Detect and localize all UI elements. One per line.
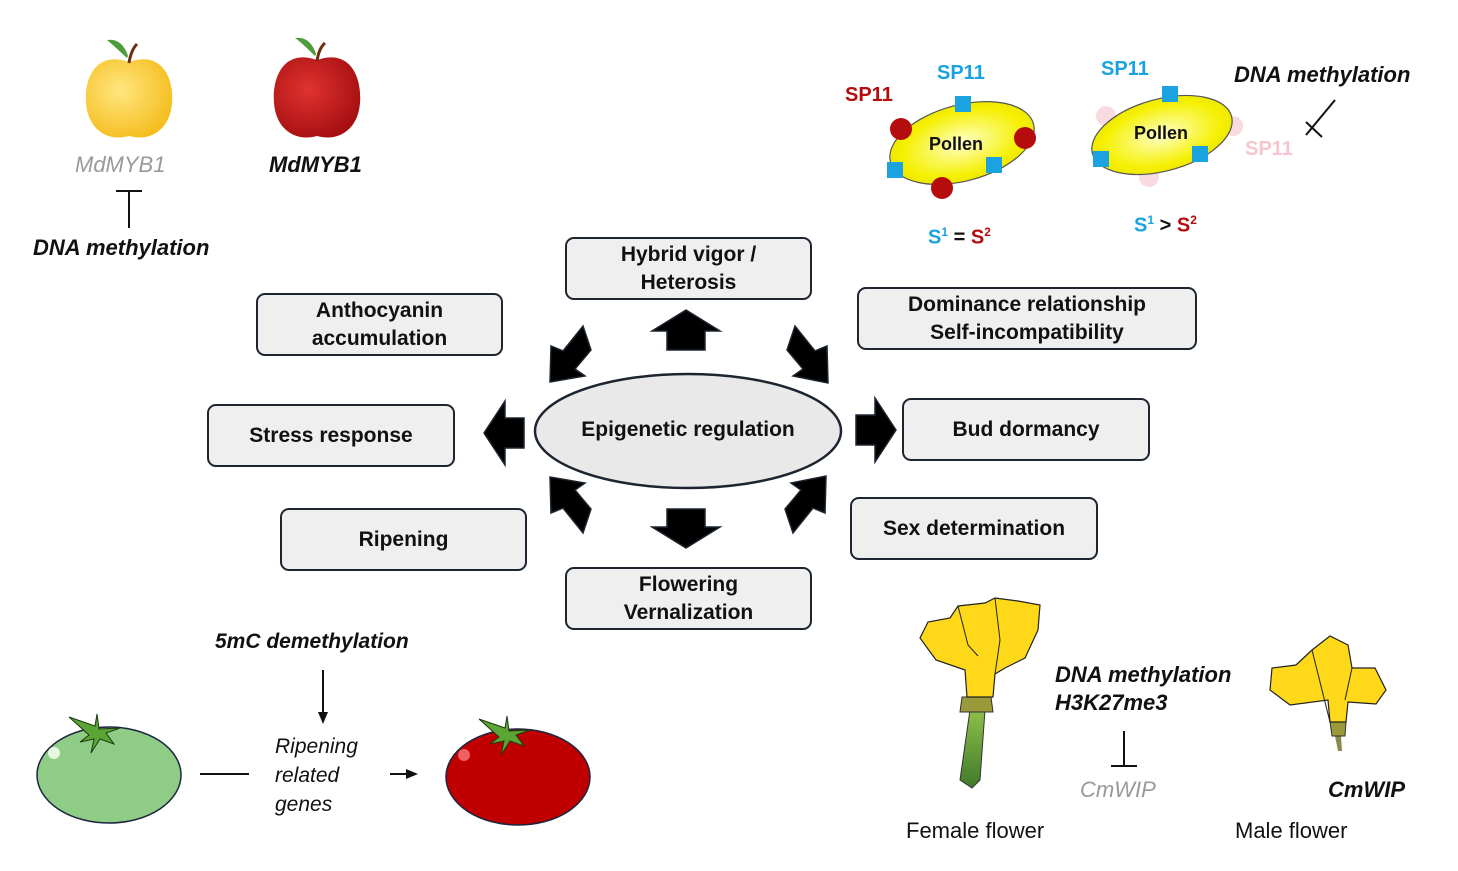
arrow-downright-icon xyxy=(784,475,827,535)
relation-right: S1 > S2 xyxy=(1134,213,1197,238)
tomato-regulator-label: 5mC demethylation xyxy=(215,630,409,653)
pollen-left-label: Pollen xyxy=(929,134,984,154)
arrow-left-icon xyxy=(483,398,525,468)
process-anthocyanin: Anthocyanin accumulation xyxy=(256,293,503,356)
arrow-upright-icon xyxy=(786,324,829,384)
sp11-blue-label: SP11 xyxy=(1101,58,1149,80)
relation-left: S1 = S2 xyxy=(928,225,991,250)
arrows xyxy=(483,309,897,549)
process-sex: Sex determination xyxy=(850,497,1098,560)
s2-sup: 2 xyxy=(984,225,991,239)
female-flower-icon xyxy=(919,597,1041,789)
apple-regulator-label: DNA methylation xyxy=(33,235,210,260)
inhibition-icon xyxy=(1111,731,1137,767)
arrow-down-icon xyxy=(649,508,723,549)
sp11-blue-label: SP11 xyxy=(937,62,985,84)
relation-op: > xyxy=(1159,214,1172,237)
arrow-upleft-icon xyxy=(549,324,592,383)
s1-sup: 1 xyxy=(1147,213,1155,227)
center-label: Epigenetic regulation xyxy=(581,418,795,441)
arrow-up-icon xyxy=(649,309,723,351)
yellow-apple-icon xyxy=(85,39,173,138)
flower-regulator-line2: H3K27me3 xyxy=(1055,690,1168,715)
relation-op: = xyxy=(953,226,966,249)
ripe-tomato-icon xyxy=(445,715,591,826)
s1: S xyxy=(1134,214,1148,237)
process-stress: Stress response xyxy=(207,404,455,467)
pollen-left-icon xyxy=(887,96,1036,199)
inhibition-icon xyxy=(116,190,142,228)
ripening-genes-label: Ripening related genes xyxy=(275,735,358,816)
pollen-right-label: Pollen xyxy=(1134,123,1189,143)
s2-sup: 2 xyxy=(1190,213,1197,227)
male-flower-label: Male flower xyxy=(1235,818,1348,843)
tomato-connectors xyxy=(200,670,418,779)
s2: S xyxy=(970,226,985,249)
female-gene-label: CmWIP xyxy=(1080,777,1156,802)
male-flower-icon xyxy=(1269,635,1387,751)
arrow-right-icon xyxy=(855,395,897,465)
arrow-downleft-icon xyxy=(549,476,592,535)
process-dormancy: Bud dormancy xyxy=(902,398,1150,461)
apple-yellow-gene-label: MdMYB1 xyxy=(75,152,166,177)
female-flower-label: Female flower xyxy=(906,818,1045,843)
pollen-right-icon xyxy=(1091,86,1243,187)
red-apple-icon xyxy=(273,37,361,138)
unripe-tomato-icon xyxy=(36,713,182,824)
process-ripening: Ripening xyxy=(280,508,527,571)
s2: S xyxy=(1176,214,1191,237)
process-dominance: Dominance relationship Self-incompatibil… xyxy=(857,287,1197,350)
sp11-faded-label: SP11 xyxy=(1245,138,1293,160)
inhibition-icon xyxy=(1305,99,1336,138)
center-ellipse xyxy=(533,372,843,490)
process-flowering: Flowering Vernalization xyxy=(565,567,812,630)
male-gene-label: CmWIP xyxy=(1328,777,1405,802)
sp11-red-label: SP11 xyxy=(845,84,893,106)
s1-sup: 1 xyxy=(941,225,949,239)
pollen-regulator-label: DNA methylation xyxy=(1234,62,1411,87)
apple-red-gene-label: MdMYB1 xyxy=(269,152,362,177)
process-heterosis: Hybrid vigor / Heterosis xyxy=(565,237,812,300)
flower-regulator-line1: DNA methylation xyxy=(1055,662,1232,687)
s1: S xyxy=(928,226,942,249)
